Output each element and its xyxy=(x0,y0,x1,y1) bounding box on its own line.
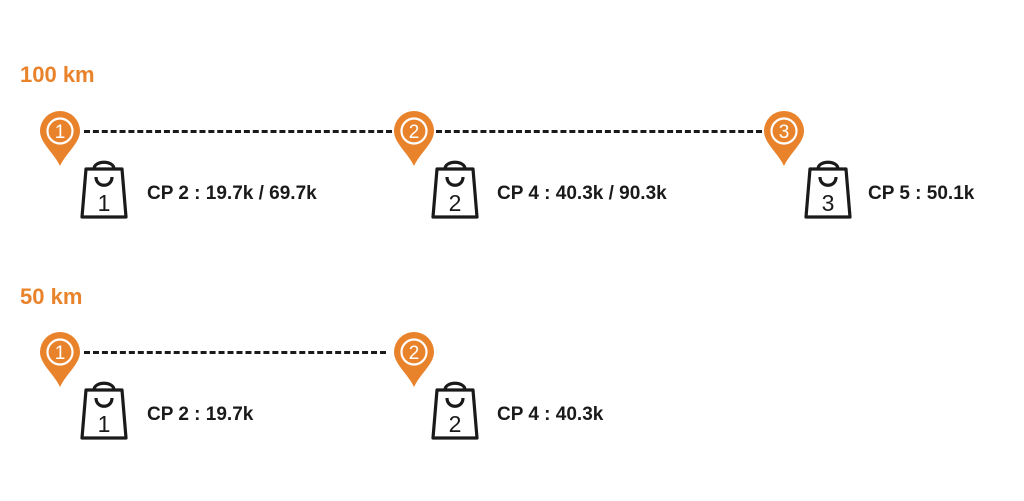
drop-bag-icon: 1 xyxy=(76,376,132,442)
pin-number: 2 xyxy=(409,343,420,364)
route-title-50km: 50 km xyxy=(20,284,83,309)
route-path-segment xyxy=(84,351,386,354)
checkpoint-label: CP 2 : 19.7k / 69.7k xyxy=(147,183,317,204)
drop-bag-icon: 2 xyxy=(427,376,483,442)
pin-number: 1 xyxy=(55,122,66,143)
route-path-segment xyxy=(84,130,392,133)
location-pin-icon: 1 xyxy=(38,109,82,167)
bag-number: 1 xyxy=(98,411,111,437)
location-pin-icon: 1 xyxy=(38,330,82,388)
drop-bag-icon: 2 xyxy=(427,155,483,221)
route-title-100km: 100 km xyxy=(20,62,95,87)
checkpoint-label: CP 4 : 40.3k xyxy=(497,404,604,425)
pin-number: 2 xyxy=(409,122,420,143)
pin-number: 1 xyxy=(55,343,66,364)
checkpoint-label: CP 5 : 50.1k xyxy=(868,183,975,204)
route-path-segment xyxy=(436,130,762,133)
checkpoint-label: CP 2 : 19.7k xyxy=(147,404,254,425)
bag-number: 1 xyxy=(98,190,111,216)
location-pin-icon: 2 xyxy=(392,330,436,388)
bag-number: 2 xyxy=(449,411,462,437)
bag-number: 2 xyxy=(449,190,462,216)
bag-number: 3 xyxy=(822,190,835,216)
checkpoint-label: CP 4 : 40.3k / 90.3k xyxy=(497,183,667,204)
drop-bag-icon: 1 xyxy=(76,155,132,221)
pin-number: 3 xyxy=(779,122,790,143)
location-pin-icon: 3 xyxy=(762,109,806,167)
drop-bag-icon: 3 xyxy=(800,155,856,221)
location-pin-icon: 2 xyxy=(392,109,436,167)
